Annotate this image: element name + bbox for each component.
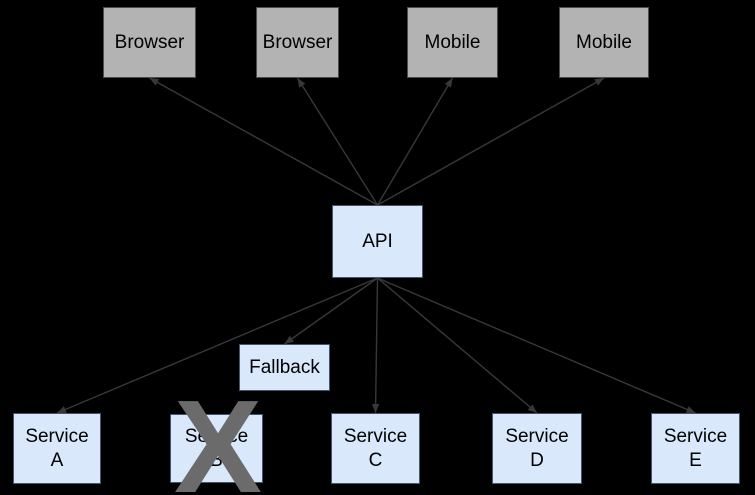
node-api: API — [332, 205, 423, 278]
node-fallback: Fallback — [239, 344, 330, 391]
node-label: Service E — [664, 425, 727, 471]
node-mobile-2: Mobile — [559, 7, 649, 78]
edge-api-to-service-e — [377, 277, 696, 414]
edge-api-to-browser-2 — [296, 77, 379, 206]
node-label: Fallback — [249, 356, 320, 378]
service-letter: A — [50, 449, 64, 471]
service-name: Service — [505, 426, 569, 448]
service-letter: E — [689, 449, 702, 471]
service-name: Service — [343, 426, 408, 448]
edge-api-to-service-c — [371, 277, 380, 414]
edge-api-to-mobile-1 — [376, 77, 454, 206]
service-letter: D — [530, 449, 544, 471]
node-label: Service B — [185, 425, 248, 471]
node-browser-2: Browser — [256, 7, 339, 78]
node-service-d: Service D — [492, 413, 582, 484]
service-name: Service — [184, 426, 249, 448]
node-label: Browser — [262, 31, 333, 53]
node-label: Service A — [25, 425, 88, 471]
service-letter: C — [368, 449, 383, 471]
node-mobile-1: Mobile — [407, 7, 498, 78]
service-name: Service — [25, 426, 89, 448]
node-label: API — [362, 230, 393, 252]
edge-api-to-mobile-2 — [377, 77, 605, 206]
edge-api-to-service-a — [56, 277, 378, 414]
node-browser-1: Browser — [103, 7, 196, 78]
node-label: Browser — [114, 31, 185, 53]
service-letter: B — [210, 449, 223, 471]
node-label: Service C — [344, 425, 407, 471]
node-service-e: Service E — [651, 413, 740, 484]
node-service-a: Service A — [13, 413, 101, 484]
edge-api-to-fallback — [284, 277, 378, 345]
node-service-c: Service C — [331, 413, 420, 484]
edge-api-to-service-d — [377, 277, 538, 414]
node-label: Mobile — [424, 31, 481, 53]
node-service-b: Service B — [170, 414, 263, 483]
service-name: Service — [663, 426, 728, 448]
node-label: Mobile — [576, 31, 632, 53]
node-label: Service D — [505, 425, 568, 471]
edge-api-to-browser-1 — [149, 77, 378, 206]
